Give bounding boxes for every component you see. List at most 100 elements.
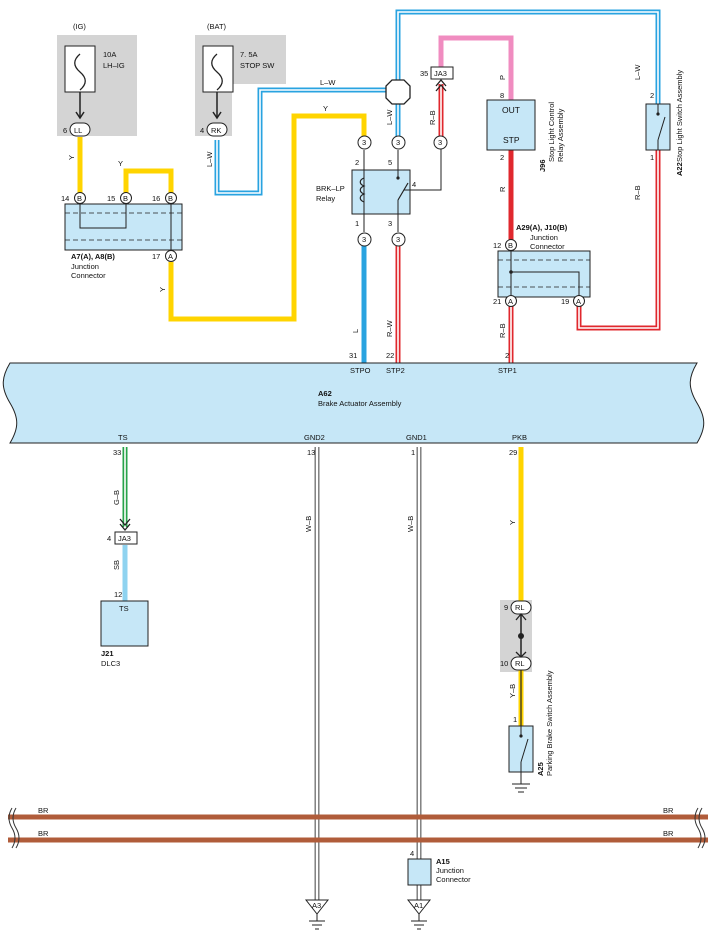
wire-label-l: L [351,329,360,333]
connector-relay-4 [433,135,448,150]
j96-name2: Relay Assembly [556,108,565,162]
a62-pin-gnd2: GND2 [304,433,325,442]
wire-label-wb-gnd2: W–B [304,516,313,532]
fuse-bat-name: STOP SW [240,61,275,70]
a29-name: Junction [530,233,558,242]
ground-a1 [406,899,432,930]
connector-a19 [573,295,585,307]
wire-label-br-2-right: BR [663,829,674,838]
wire-rb-a22 [576,150,661,331]
a15-name2: Connector [436,875,471,884]
wire-label-br-2-left: BR [38,829,49,838]
connector-b15 [120,192,132,204]
rl10-label: RL [515,659,525,668]
j96-pin-2: 2 [500,153,504,162]
wire-p [438,35,514,100]
connector-ll-pin: 6 [63,126,67,135]
fuse-ig-source: (IG) [73,22,86,31]
ja3-bottom-pin: 4 [107,534,111,543]
wire-label-y-jumper: Y [118,159,123,168]
junction-connector-a7-a8 [64,203,183,254]
connector-rk-pin: 4 [200,126,204,135]
a17-letter: A [168,252,173,261]
a62-pin-stp2: STP2 [386,366,405,375]
a25-pin-1: 1 [513,715,517,724]
ja3-bottom-label: JA3 [118,534,131,543]
wire-label-rb-a22: R–B [633,185,642,200]
wire-label-p: P [498,75,507,80]
pin-16: 16 [152,194,160,203]
pin-33: 33 [113,448,121,457]
wire-label-wb-gnd1: W–B [406,516,415,532]
fuse-ig-name: LH–IG [103,61,125,70]
labels: (IG) 10A LH–IG (BAT) 7. 5A STOP SW LL 6 … [38,22,684,910]
relay-pin-2: 2 [355,158,359,167]
relay-pin-5: 5 [388,158,392,167]
connector-rk-label: RK [211,126,221,135]
connector-b12 [505,239,517,251]
fuse-ig [64,45,96,120]
ja3-top-label: JA3 [434,69,447,78]
wire-label-yb: Y–B [508,684,517,698]
connector-pills [69,66,585,671]
pin-15: 15 [107,194,115,203]
b14-letter: B [77,194,82,203]
a22-name: Stop Light Switch Assembly [675,70,684,162]
a22-code: A22 [675,162,684,176]
relay-pin-3: 3 [388,219,392,228]
fuse-bat-rating: 7. 5A [240,50,258,59]
a29-code: A29(A), J10(B) [516,223,568,232]
pin-19: 19 [561,297,569,306]
wire-y-jumper [123,168,174,193]
bus-break-marks [8,807,706,849]
connector-b14 [74,192,86,204]
connector-ja3-bottom [114,531,138,545]
wire-rb-a22-core [578,150,659,329]
a25-name: Parking Brake Switch Assembly [545,670,554,776]
ground-a1-label: A1 [414,901,423,910]
relay-name2: Relay [316,194,335,203]
fuse-ig-rating: 10A [103,50,116,59]
j21-code: J21 [101,649,114,658]
a62-pin-pkb: PKB [512,433,527,442]
a22-stop-light-switch [645,103,671,151]
wire-y-a17 [168,113,367,322]
b16-letter: B [168,194,173,203]
wire-label-lw-top: L–W [320,78,336,87]
j21-name: DLC3 [101,659,120,668]
rl9-label: RL [515,603,525,612]
connector-ja3-top [430,66,454,80]
connector-relay-5 [391,135,406,150]
wire-label-y-ll: Y [67,155,76,160]
pin-14: 14 [61,194,69,203]
a29-name2: Connector [530,242,565,251]
wire-label-y-relay: Y [323,104,328,113]
wire-label-lw-rk: L–W [205,151,214,167]
a15-pin-4: 4 [410,849,414,858]
j21-pin-12: 12 [114,590,122,599]
pin-29: 29 [509,448,517,457]
a15-code: A15 [436,857,450,866]
a15-junction-box [407,858,432,886]
ground-a3-label: A3 [312,901,321,910]
connector-b16 [165,192,177,204]
a25-code: A25 [536,762,545,776]
wire-label-gb: G–B [112,490,121,505]
relay-name: BRK–LP [316,184,345,193]
wire-label-y-a17: Y [158,287,167,292]
junction-connector-a29-j10 [497,250,591,298]
pin-35: 35 [420,69,428,78]
relay-pin-1: 1 [355,219,359,228]
j21-dlc3-box [100,600,149,647]
pin-31: 31 [349,351,357,360]
connector-a17 [165,250,177,262]
connector-relay-1 [357,232,372,247]
pin-22: 22 [386,351,394,360]
wire-label-lw-a22: L–W [633,64,642,80]
wire-label-r: R [498,186,507,192]
relay-pin3-c: 3 [396,235,400,244]
connector-relay-2 [357,135,372,150]
relay-pin4-c: 3 [438,138,442,147]
j96-stop-light-control-relay [486,99,536,151]
